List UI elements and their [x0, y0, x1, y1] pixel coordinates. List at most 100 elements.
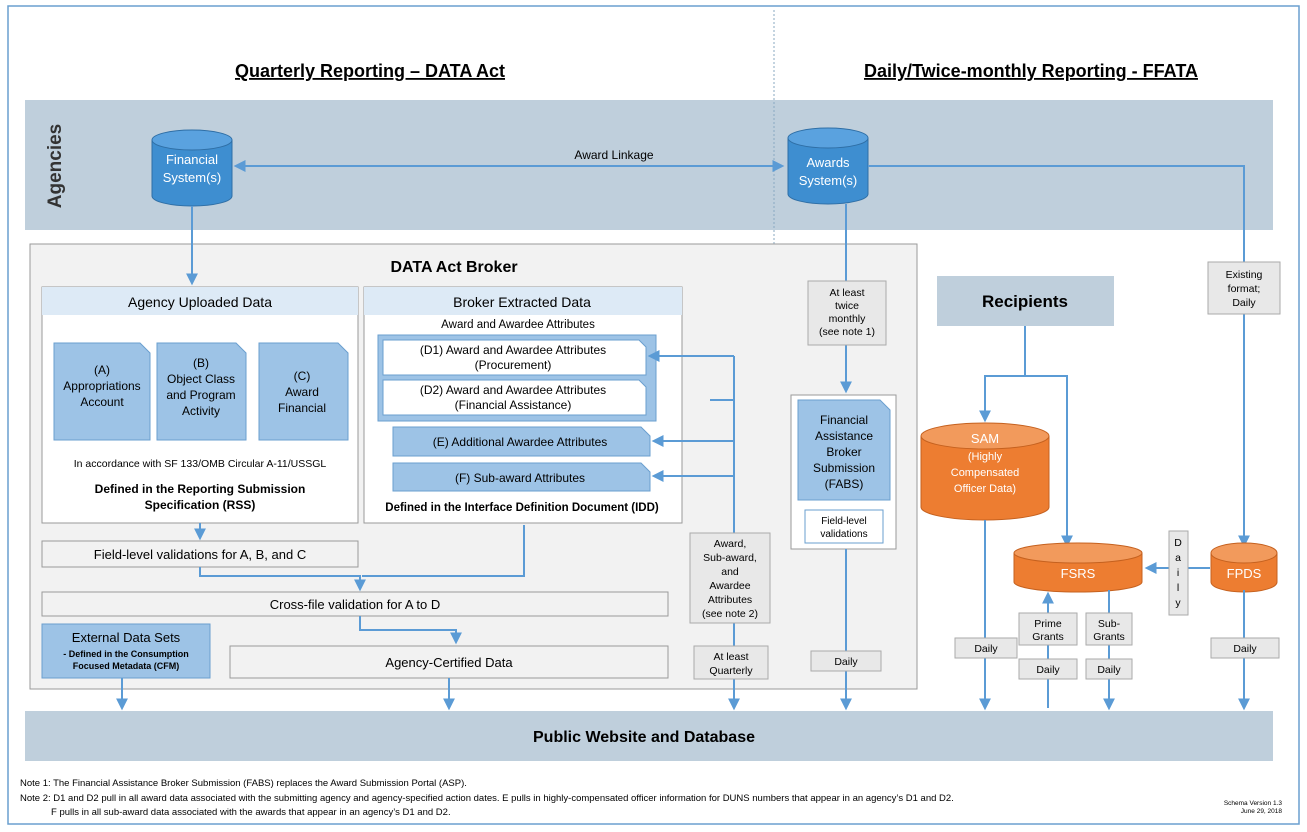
accordance-note: In accordance with SF 133/OMB Circular A… [74, 458, 327, 470]
at-least-twice-box [807, 280, 887, 346]
prime-grants-box [1018, 612, 1078, 646]
awards-system-label-2: System(s) [799, 173, 858, 188]
sub-grants-box [1085, 612, 1133, 646]
daily-sub: Daily [1097, 664, 1121, 676]
file-c: (C) Award Financial [258, 342, 349, 441]
daily-prime: Daily [1036, 664, 1060, 676]
crossfile-to-certified-arrow [359, 616, 462, 645]
daily-v-3: i [1177, 567, 1179, 579]
idd-to-crossfile-line [362, 525, 525, 577]
public-website-label: Public Website and Database [533, 729, 755, 746]
fabs-field-2: validations [820, 529, 867, 540]
sam-line-4: Officer Data) [954, 483, 1016, 495]
daily-fpds: Daily [1233, 643, 1257, 655]
file-c-line-3: Financial [278, 401, 326, 415]
fabs-field-box [804, 509, 884, 544]
external-data-box [41, 623, 211, 679]
agency-uploaded-header [42, 287, 358, 315]
sam-line-3: Compensated [951, 467, 1020, 479]
fabs-field-1: Field-level [821, 516, 867, 527]
file-d1: (D1) Award and Awardee Attributes (Procu… [382, 339, 647, 376]
daily-fabs: Daily [834, 656, 858, 668]
award-subaward-box [689, 532, 771, 624]
idd-defined: Defined in the Interface Definition Docu… [385, 502, 659, 514]
daily-box-fabs [810, 650, 882, 672]
recipients-to-sam-arrow [979, 326, 1026, 423]
daily-box-prime [1018, 658, 1078, 680]
file-b-line-4: Activity [182, 404, 220, 418]
d2-line-2: (Financial Assistance) [455, 398, 572, 412]
award-subaward-6: (see note 2) [702, 608, 758, 620]
file-a-line-3: Account [80, 395, 124, 409]
daily-v-5: y [1175, 597, 1181, 609]
agency-uploaded-title: Agency Uploaded Data [128, 294, 272, 310]
broker-extracted-title: Broker Extracted Data [453, 294, 591, 310]
file-a: (A) Appropriations Account [53, 342, 151, 441]
at-least-twice-4: (see note 1) [819, 326, 875, 338]
daily-vertical-box [1168, 530, 1189, 616]
at-least-quarterly-2: Quarterly [709, 665, 753, 677]
recipients-label: Recipients [982, 292, 1068, 311]
rss-defined-1: Defined in the Reporting Submission [95, 482, 306, 496]
financial-system-label-2: System(s) [163, 170, 222, 185]
d1-line-2: (Procurement) [475, 358, 552, 372]
at-least-twice-2: twice [835, 300, 859, 312]
file-e: (E) Additional Awardee Attributes [392, 426, 651, 457]
recipients-to-fsrs-arrow [1025, 375, 1073, 548]
at-least-quarterly-1: At least [713, 651, 748, 663]
sam-line-2: (Highly [968, 451, 1003, 463]
fabs-line-5: (FABS) [825, 477, 864, 491]
prime-grants-1: Prime [1034, 618, 1062, 630]
fsrs-cylinder: FSRS [1013, 542, 1143, 593]
external-data-sub-2: Focused Metadata (CFM) [73, 661, 180, 671]
heading-daily: Daily/Twice-monthly Reporting - FFATA [864, 61, 1198, 81]
agencies-label: Agencies [45, 124, 66, 208]
fpds-label: FPDS [1227, 566, 1262, 581]
file-c-line-1: (C) [294, 369, 311, 383]
existing-format-2: format; [1228, 283, 1261, 295]
awards-system-cylinder: Awards System(s) [787, 127, 869, 205]
sam-cylinder: SAM (Highly Compensated Officer Data) [920, 422, 1050, 521]
broker-title: DATA Act Broker [390, 259, 517, 276]
award-subaward-4: Awardee [709, 580, 750, 592]
d2-line-1: (D2) Award and Awardee Attributes [420, 383, 606, 397]
schema-date: June 29, 2018 [1241, 808, 1283, 815]
file-b: (B) Object Class and Program Activity [156, 342, 247, 441]
abc-to-crossfile-arrow [199, 567, 366, 592]
file-a-line-1: (A) [94, 363, 110, 377]
existing-format-1: Existing [1226, 269, 1263, 281]
existing-format-3: Daily [1232, 297, 1256, 309]
external-data-title: External Data Sets [72, 630, 181, 645]
broker-extracted-header [364, 287, 682, 315]
awards-to-fpds-arrow [868, 165, 1250, 548]
awards-system-label-1: Awards [806, 155, 850, 170]
financial-system-label-1: Financial [166, 152, 218, 167]
daily-v-4: l [1177, 582, 1179, 594]
field-level-abc: Field-level validations for A, B, and C [94, 547, 306, 562]
file-b-line-2: Object Class [167, 372, 235, 386]
fabs-line-4: Submission [813, 461, 875, 475]
file-f-label: (F) Sub-award Attributes [455, 471, 585, 485]
award-linkage-label: Award Linkage [574, 148, 653, 162]
prime-grants-2: Grants [1032, 631, 1064, 643]
daily-v-2: a [1175, 552, 1181, 564]
at-least-quarterly-box [693, 645, 769, 680]
fabs-line-2: Assistance [815, 429, 873, 443]
financial-system-cylinder: Financial System(s) [151, 129, 233, 207]
fpds-cylinder: FPDS [1210, 542, 1278, 593]
daily-sam: Daily [974, 643, 998, 655]
file-f: (F) Sub-award Attributes [392, 462, 651, 492]
note-2: Note 2: D1 and D2 pull in all award data… [20, 793, 954, 804]
file-b-line-3: and Program [166, 388, 235, 402]
fsrs-label: FSRS [1061, 566, 1096, 581]
file-a-line-2: Appropriations [63, 379, 140, 393]
daily-v-1: D [1174, 537, 1182, 549]
award-subaward-3: and [721, 566, 739, 578]
broker-extracted-subtitle: Award and Awardee Attributes [441, 319, 595, 331]
sub-grants-2: Grants [1093, 631, 1125, 643]
award-subaward-1: Award, [714, 538, 747, 550]
daily-box-fpds [1210, 637, 1280, 659]
at-least-twice-3: monthly [829, 313, 867, 325]
